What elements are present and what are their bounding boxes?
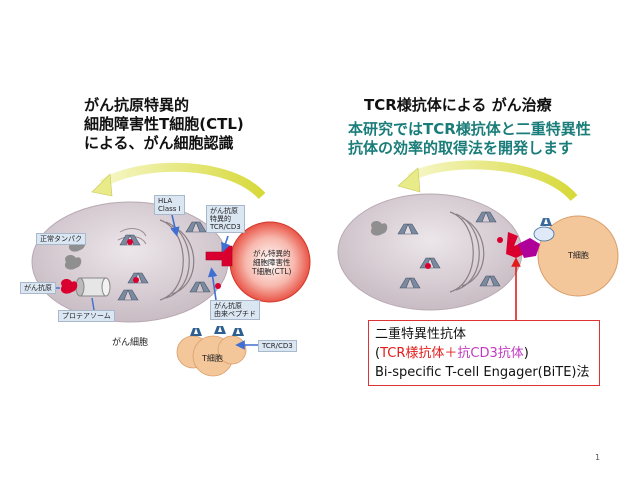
bite-paren-close: ) [523, 346, 529, 361]
bite-anti-cd3: 抗CD3抗体 [457, 346, 524, 361]
bite-line2: (TCR様抗体＋抗CD3抗体) [375, 344, 593, 363]
label-tcr-cd3: TCR/CD3 [258, 340, 297, 352]
label-hla: HLA Class I [154, 195, 185, 215]
bite-line1: 二重特異性抗体 [375, 327, 467, 342]
pointer-proteasome [91, 297, 95, 311]
label-cancer-cell: がん細胞 [112, 338, 149, 348]
label-ctl: がん特異的 細胞障害性 T細胞(CTL) [252, 249, 292, 276]
right-title: TCR様抗体による がん治療 [364, 96, 552, 114]
left-arrow-head [91, 173, 113, 197]
right-subtitle: 本研究ではTCR様抗体と二重特異性 抗体の効率的取得法を開発します [348, 120, 591, 157]
pointer-hla [170, 214, 180, 237]
t-cell-right [537, 215, 619, 297]
bite-description-box: 二重特異性抗体 (TCR様抗体＋抗CD3抗体) Bi-specific T-ce… [368, 320, 600, 386]
hla-receptor-icon [117, 221, 211, 301]
pointer-tcr [220, 235, 231, 253]
label-cancer-antigen: がん抗原 [20, 282, 56, 294]
label-proteasome: プロテアソーム [58, 310, 115, 322]
bite-paren-open: ( [375, 346, 381, 361]
page-number: 1 [595, 453, 601, 462]
label-peptide: がん抗原 由来ペプチド [210, 300, 260, 320]
pointer-peptide [207, 267, 218, 301]
label-t-cell-left: T細胞 [202, 354, 223, 363]
bite-plus: ＋ [444, 346, 458, 361]
right-arrow-head [397, 167, 421, 193]
label-t-cell-right: T細胞 [568, 251, 589, 260]
right-curved-arrow [407, 160, 578, 202]
label-tcr-specific: がん抗原 特異的 TCR/CD3 [206, 205, 245, 233]
bite-antibody-icon [506, 218, 555, 258]
left-title: がん抗原特異的 細胞障害性T細胞(CTL) による、がん細胞認識 [84, 96, 244, 152]
cancer-cell [31, 201, 229, 323]
label-normal-protein: 正常タンパク [36, 233, 86, 245]
bite-line3: Bi-specific T-cell Engager(BiTE)法 [375, 365, 590, 380]
bite-tcr-like: TCR様抗体 [380, 346, 445, 361]
cancer-antigen-icon [60, 279, 78, 294]
proteasome-icon [75, 277, 111, 297]
left-curved-arrow [99, 162, 266, 200]
cancer-cell-right [337, 193, 523, 311]
